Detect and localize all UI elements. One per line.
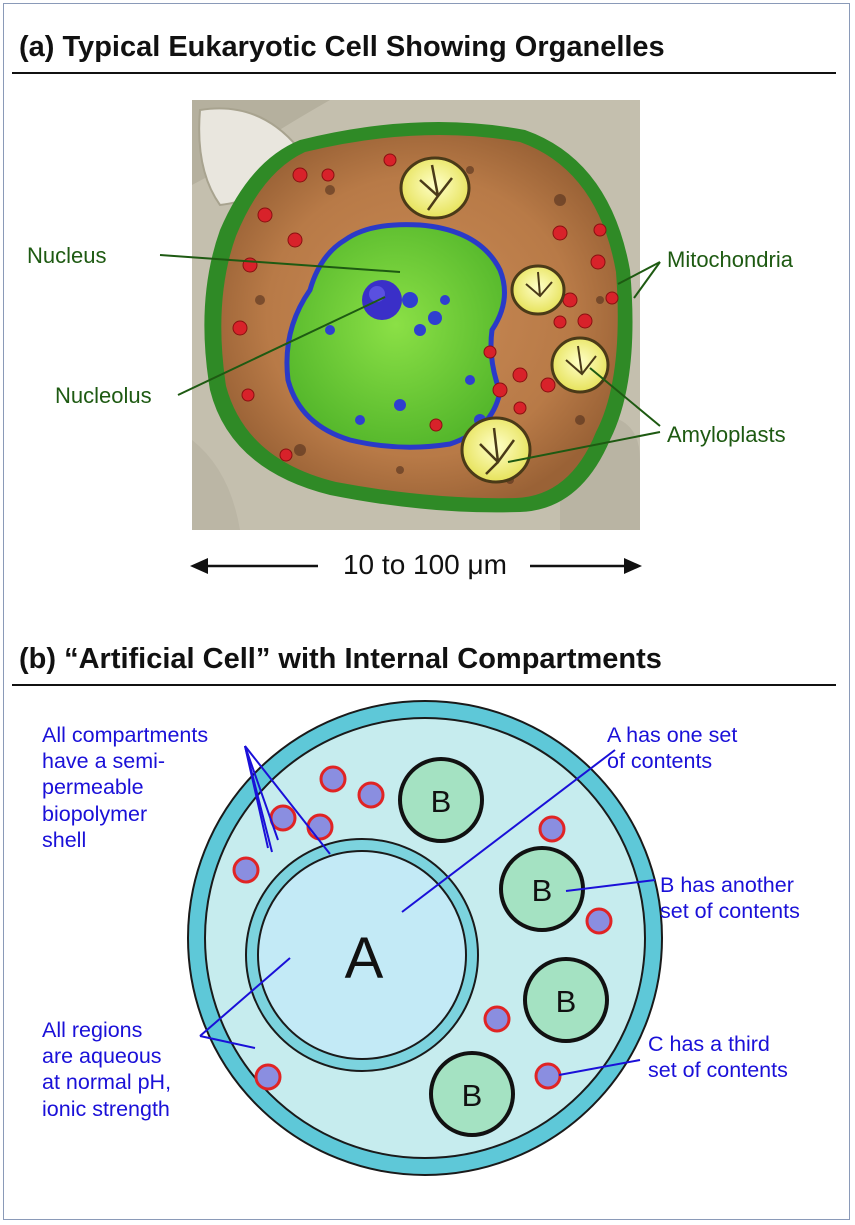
label-b-4: B xyxy=(462,1078,483,1113)
artificial-cell xyxy=(187,700,663,1176)
label-b-3: B xyxy=(556,984,577,1019)
scale-label: 10 to 100 μm xyxy=(342,549,507,580)
compartment-b-4 xyxy=(429,1051,515,1137)
panel-a-title: (a) Typical Eukaryotic Cell Showing Orga… xyxy=(19,31,665,63)
panel-b-leaders xyxy=(199,745,656,1076)
label-b-2: B xyxy=(532,873,553,908)
compartment-b-3 xyxy=(523,957,609,1043)
panel-b-rule xyxy=(12,684,836,686)
cytoplasm-granules xyxy=(255,166,604,484)
note-aqueous: All regions are aqueous at normal pH, io… xyxy=(42,1018,172,1121)
compartment-b-1 xyxy=(398,757,484,843)
amyloplasts xyxy=(399,156,610,484)
compartments-b xyxy=(398,757,609,1137)
micrograph xyxy=(192,100,640,530)
panel-a-rule xyxy=(12,72,836,74)
note-a-contents: A has one set of contents xyxy=(607,723,738,774)
panel-b-title: (b) “Artificial Cell” with Internal Comp… xyxy=(19,643,662,675)
label-b-1: B xyxy=(431,784,452,819)
note-c-contents: C has a third set of contents xyxy=(648,1032,788,1083)
panel-a-leaders xyxy=(159,254,661,463)
label-nucleolus: Nucleolus xyxy=(55,383,152,408)
label-amyloplasts: Amyloplasts xyxy=(667,422,786,447)
figure-frame xyxy=(3,3,850,1220)
label-mitochondria: Mitochondria xyxy=(667,247,793,272)
note-b-contents: B has another set of contents xyxy=(660,873,800,924)
mitochondria xyxy=(232,153,619,462)
scale-bar xyxy=(190,558,642,574)
label-nucleus: Nucleus xyxy=(27,243,107,268)
label-a: A xyxy=(345,926,384,991)
note-shell: All compartments have a semi- permeable … xyxy=(42,723,209,852)
